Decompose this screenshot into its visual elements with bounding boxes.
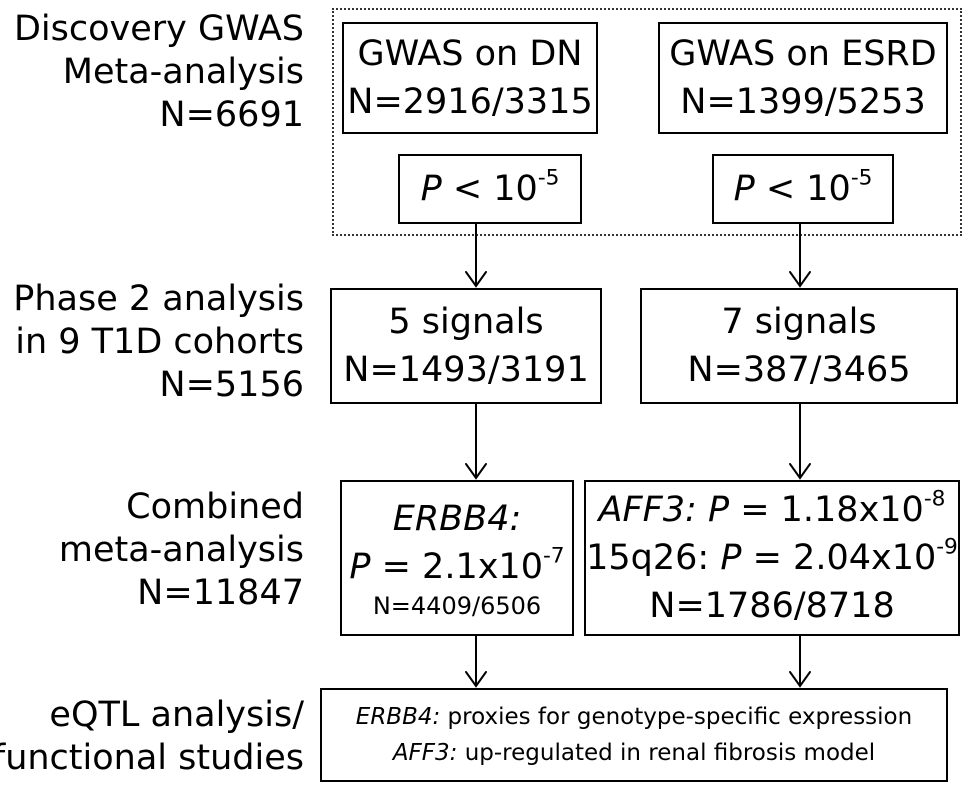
stage-label-line: Discovery GWAS [13, 9, 304, 49]
arrowhead [465, 671, 487, 688]
combined-esrd-n: N=1786/8718 [649, 586, 895, 626]
stage-label-line: Meta-analysis [62, 52, 304, 92]
gwas-dn-box: GWAS on DN N=2916/3315 [342, 22, 598, 134]
arrowhead [465, 271, 487, 288]
stage-label-combined: Combined meta-analysis N=11847 [59, 486, 304, 615]
threshold-box-dn: P < 10-5 [398, 154, 582, 224]
stage-label-line: meta-analysis [58, 530, 304, 570]
threshold-text: P < 10-5 [733, 165, 873, 209]
functional-box: ERBB4: proxies for genotype-specific exp… [320, 688, 948, 782]
threshold-text: P < 10-5 [420, 165, 560, 209]
gwas-esrd-n: N=1399/5253 [680, 82, 926, 122]
combined-dn-gene: ERBB4: [392, 499, 522, 539]
phase2-esrd-signals: 7 signals [721, 302, 877, 342]
phase2-dn-n: N=1493/3191 [343, 350, 589, 390]
gwas-dn-title: GWAS on DN [357, 34, 583, 74]
combined-15q26-pvalue: 15q26: P = 2.04x10-9 [586, 534, 958, 578]
phase2-dn-signals: 5 signals [388, 302, 544, 342]
arrowhead [789, 671, 811, 688]
arrowhead [465, 463, 487, 480]
stage-label-line: N=11847 [137, 573, 304, 613]
functional-erbb4-line: ERBB4: proxies for genotype-specific exp… [355, 704, 913, 730]
stage-label-discovery: Discovery GWAS Meta-analysis N=6691 [14, 8, 304, 137]
stage-label-line: Combined [126, 487, 304, 527]
combined-dn-pvalue: P = 2.1x10-7 [349, 543, 565, 587]
arrowhead [789, 271, 811, 288]
phase2-dn-box: 5 signals N=1493/3191 [330, 288, 602, 404]
stage-label-functional: eQTL analysis/ functional studies [0, 694, 304, 780]
discovery-region-outline [332, 8, 962, 236]
stage-label-line: N=6691 [159, 95, 304, 135]
functional-aff3-line: AFF3: up-regulated in renal fibrosis mod… [392, 740, 876, 766]
stage-label-line: functional studies [0, 738, 304, 778]
arrowhead [789, 463, 811, 480]
phase2-esrd-box: 7 signals N=387/3465 [640, 288, 958, 404]
stage-label-line: eQTL analysis/ [49, 695, 304, 735]
stage-label-line: in 9 T1D cohorts [15, 322, 304, 362]
stage-label-phase2: Phase 2 analysis in 9 T1D cohorts N=5156 [13, 278, 304, 407]
gwas-dn-n: N=2916/3315 [347, 82, 593, 122]
combined-dn-n: N=4409/6506 [372, 592, 542, 620]
gwas-esrd-title: GWAS on ESRD [669, 34, 937, 74]
gwas-esrd-box: GWAS on ESRD N=1399/5253 [658, 22, 948, 134]
stage-label-line: N=5156 [159, 365, 304, 405]
phase2-esrd-n: N=387/3465 [687, 350, 911, 390]
stage-label-line: Phase 2 analysis [13, 279, 304, 319]
combined-esrd-box: AFF3: P = 1.18x10-8 15q26: P = 2.04x10-9… [584, 480, 960, 636]
combined-dn-box: ERBB4: P = 2.1x10-7 N=4409/6506 [340, 480, 574, 636]
combined-aff3-pvalue: AFF3: P = 1.18x10-8 [598, 486, 946, 530]
threshold-box-esrd: P < 10-5 [712, 154, 894, 224]
